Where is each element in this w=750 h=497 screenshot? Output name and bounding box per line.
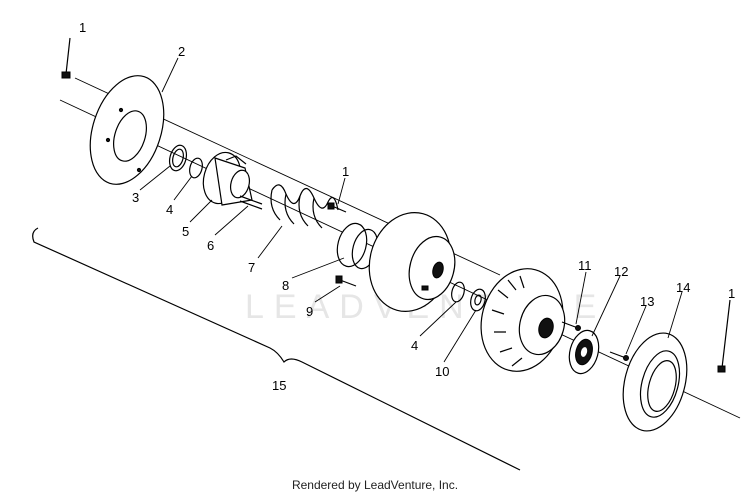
callout-5: 5 bbox=[182, 224, 189, 239]
footer-credit: Rendered by LeadVenture, Inc. bbox=[291, 478, 459, 492]
bolt-part-1-middle bbox=[327, 202, 347, 213]
callout-14: 14 bbox=[676, 280, 690, 295]
callout-9: 9 bbox=[306, 304, 313, 319]
callout-1-left: 1 bbox=[79, 20, 86, 35]
pin-part-11 bbox=[561, 321, 581, 331]
pin-part-6 bbox=[239, 195, 263, 210]
callout-1-right: 1 bbox=[728, 286, 735, 301]
callout-8: 8 bbox=[282, 278, 289, 293]
bolt-part-1-right bbox=[717, 299, 731, 373]
callout-12: 12 bbox=[614, 264, 628, 279]
pin-part-13 bbox=[609, 351, 629, 361]
bolt-part-1-left bbox=[61, 37, 71, 79]
cover-plate-part-2 bbox=[89, 75, 165, 185]
callout-labels: 1 2 3 4 5 6 1 7 8 9 4 10 11 12 13 14 1 1… bbox=[79, 20, 735, 393]
snap-ring-part-3 bbox=[168, 144, 188, 172]
callout-6: 6 bbox=[207, 238, 214, 253]
callout-2: 2 bbox=[178, 44, 185, 59]
callout-1-middle: 1 bbox=[342, 164, 349, 179]
callout-4-left: 4 bbox=[166, 202, 173, 217]
callout-3: 3 bbox=[132, 190, 139, 205]
cam-hub-part-5 bbox=[202, 151, 253, 206]
callout-7: 7 bbox=[248, 260, 255, 275]
washer-part-4-right bbox=[451, 281, 465, 303]
cover-plate-part-14 bbox=[622, 332, 688, 432]
bolt-part-9 bbox=[335, 275, 357, 287]
spider-part-12 bbox=[568, 329, 600, 375]
callout-leader-lines bbox=[139, 57, 683, 363]
callout-11: 11 bbox=[578, 258, 592, 273]
callout-15: 15 bbox=[272, 378, 286, 393]
callout-10: 10 bbox=[435, 364, 449, 379]
movable-sheave bbox=[480, 268, 566, 372]
washer-part-4-left bbox=[189, 157, 203, 179]
spring-part-7 bbox=[270, 184, 339, 229]
callout-4-right: 4 bbox=[411, 338, 418, 353]
assembly-bracket-15 bbox=[32, 227, 521, 471]
stationary-sheave bbox=[368, 212, 456, 312]
callout-13: 13 bbox=[640, 294, 654, 309]
